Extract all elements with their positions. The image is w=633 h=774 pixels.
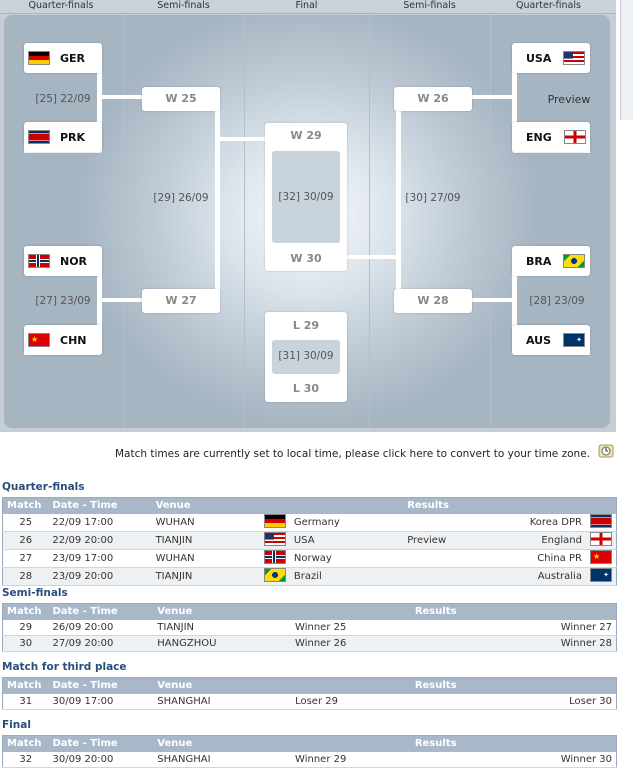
brazil-flag-icon	[263, 567, 286, 582]
team-aus[interactable]: AUS ✦	[512, 325, 590, 355]
header-quarter-finals-right: Quarter-finals	[516, 0, 581, 11]
team-bra[interactable]: BRA	[512, 246, 590, 276]
team-ger[interactable]: GER	[24, 43, 102, 73]
china-flag-icon: ★	[28, 333, 50, 347]
timezone-note[interactable]: Match times are currently set to local t…	[114, 448, 590, 460]
korea-dpr-flag-icon	[28, 130, 50, 144]
sf1-top: W 25	[142, 87, 220, 111]
right-panel-edge	[616, 0, 633, 432]
third-bottom: L 30	[292, 382, 320, 395]
norway-flag-icon	[28, 254, 50, 268]
qf1-label[interactable]: [25] 22/09	[35, 93, 91, 105]
qf4-label[interactable]: [28] 23/09	[529, 295, 585, 307]
germany-flag-icon	[263, 513, 286, 528]
australia-flag-icon: ✦	[589, 567, 612, 582]
clock-icon[interactable]	[598, 444, 614, 458]
bracket-board: GER [25] 22/09 PRK NOR [27] 23/09 ★ CHN …	[4, 15, 610, 428]
section-quarter-finals: Quarter-finals	[2, 481, 85, 493]
usa-flag-icon	[263, 531, 286, 546]
header-quarter-finals-left: Quarter-finals	[28, 0, 94, 11]
final-bottom: W 30	[290, 252, 322, 265]
sf2-label[interactable]: [30] 27/09	[405, 192, 461, 204]
team-eng[interactable]: ENG	[512, 122, 590, 152]
sf2-top: W 26	[394, 87, 472, 111]
england-flag-icon	[589, 531, 612, 546]
germany-flag-icon	[28, 51, 50, 65]
section-final: Final	[2, 719, 31, 731]
header-semi-finals-left: Semi-finals	[157, 0, 210, 11]
team-nor[interactable]: NOR	[24, 246, 102, 276]
usa-flag-icon	[563, 51, 586, 65]
final-box: W 29 [32] 30/09 W 30	[265, 123, 347, 271]
brazil-flag-icon	[563, 254, 586, 268]
korea-dpr-flag-icon	[589, 513, 612, 528]
australia-flag-icon: ✦	[563, 333, 586, 347]
bracket-header-bar	[0, 0, 616, 14]
section-semi-finals: Semi-finals	[2, 587, 68, 599]
sf1-bottom: W 27	[142, 289, 220, 313]
england-flag-icon	[563, 130, 586, 144]
header-semi-finals-right: Semi-finals	[403, 0, 456, 11]
team-usa[interactable]: USA	[512, 43, 590, 73]
final-label[interactable]: [32] 30/09	[278, 191, 334, 203]
preview-link[interactable]: Preview	[547, 93, 591, 106]
norway-flag-icon	[263, 549, 286, 564]
sf1-label[interactable]: [29] 26/09	[153, 192, 209, 204]
sf2-bottom: W 28	[394, 289, 472, 313]
header-final: Final	[295, 0, 318, 11]
team-chn[interactable]: ★ CHN	[24, 325, 102, 355]
preview-link[interactable]: Preview	[403, 531, 493, 550]
final-top: W 29	[290, 129, 322, 142]
third-place-box: L 29 [31] 30/09 L 30	[265, 312, 347, 402]
third-label[interactable]: [31] 30/09	[278, 350, 334, 362]
china-flag-icon: ★	[589, 549, 612, 564]
third-top: L 29	[292, 319, 320, 332]
section-third-place: Match for third place	[2, 661, 127, 673]
qf2-label[interactable]: [27] 23/09	[35, 295, 91, 307]
team-prk[interactable]: PRK	[24, 122, 102, 152]
